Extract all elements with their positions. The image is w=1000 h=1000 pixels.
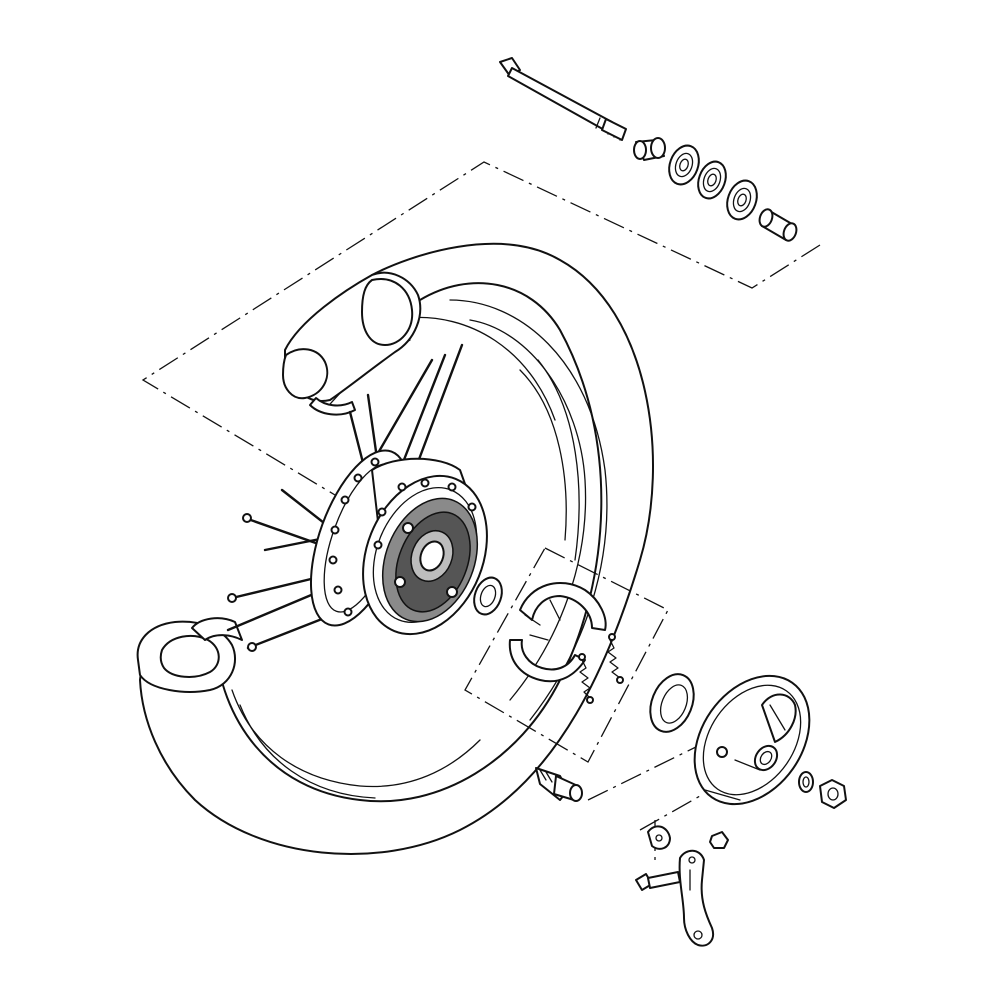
- axle-spacer: [758, 208, 798, 242]
- brake-arm: [678, 849, 714, 947]
- axle-collar: [633, 137, 666, 161]
- axle-bolt: [499, 57, 627, 141]
- brake-shoe-assembly: [508, 581, 624, 704]
- axle-bearing-2: [697, 160, 727, 200]
- brake-arm-bolt: [635, 871, 681, 891]
- axle-bearing-1: [668, 144, 700, 186]
- brake-spring-2: [578, 653, 594, 704]
- axle-bearing-3: [726, 179, 758, 221]
- hub-bearing: [473, 576, 503, 616]
- brake-arm-nut: [709, 831, 729, 849]
- brake-panel: [693, 674, 811, 806]
- dust-seal: [649, 673, 695, 733]
- axle-washer: [798, 771, 814, 793]
- tire-cross-section-bottom: [136, 617, 243, 693]
- wheel-hub: [309, 449, 488, 636]
- drum-holes: [373, 478, 477, 550]
- axle-nut: [819, 779, 847, 809]
- brake-cam-clip: [647, 825, 671, 850]
- brake-spring-1: [607, 633, 624, 684]
- flange-holes: [328, 457, 380, 617]
- tire-cross-section-top: [282, 271, 422, 416]
- tire-valve: [535, 767, 583, 802]
